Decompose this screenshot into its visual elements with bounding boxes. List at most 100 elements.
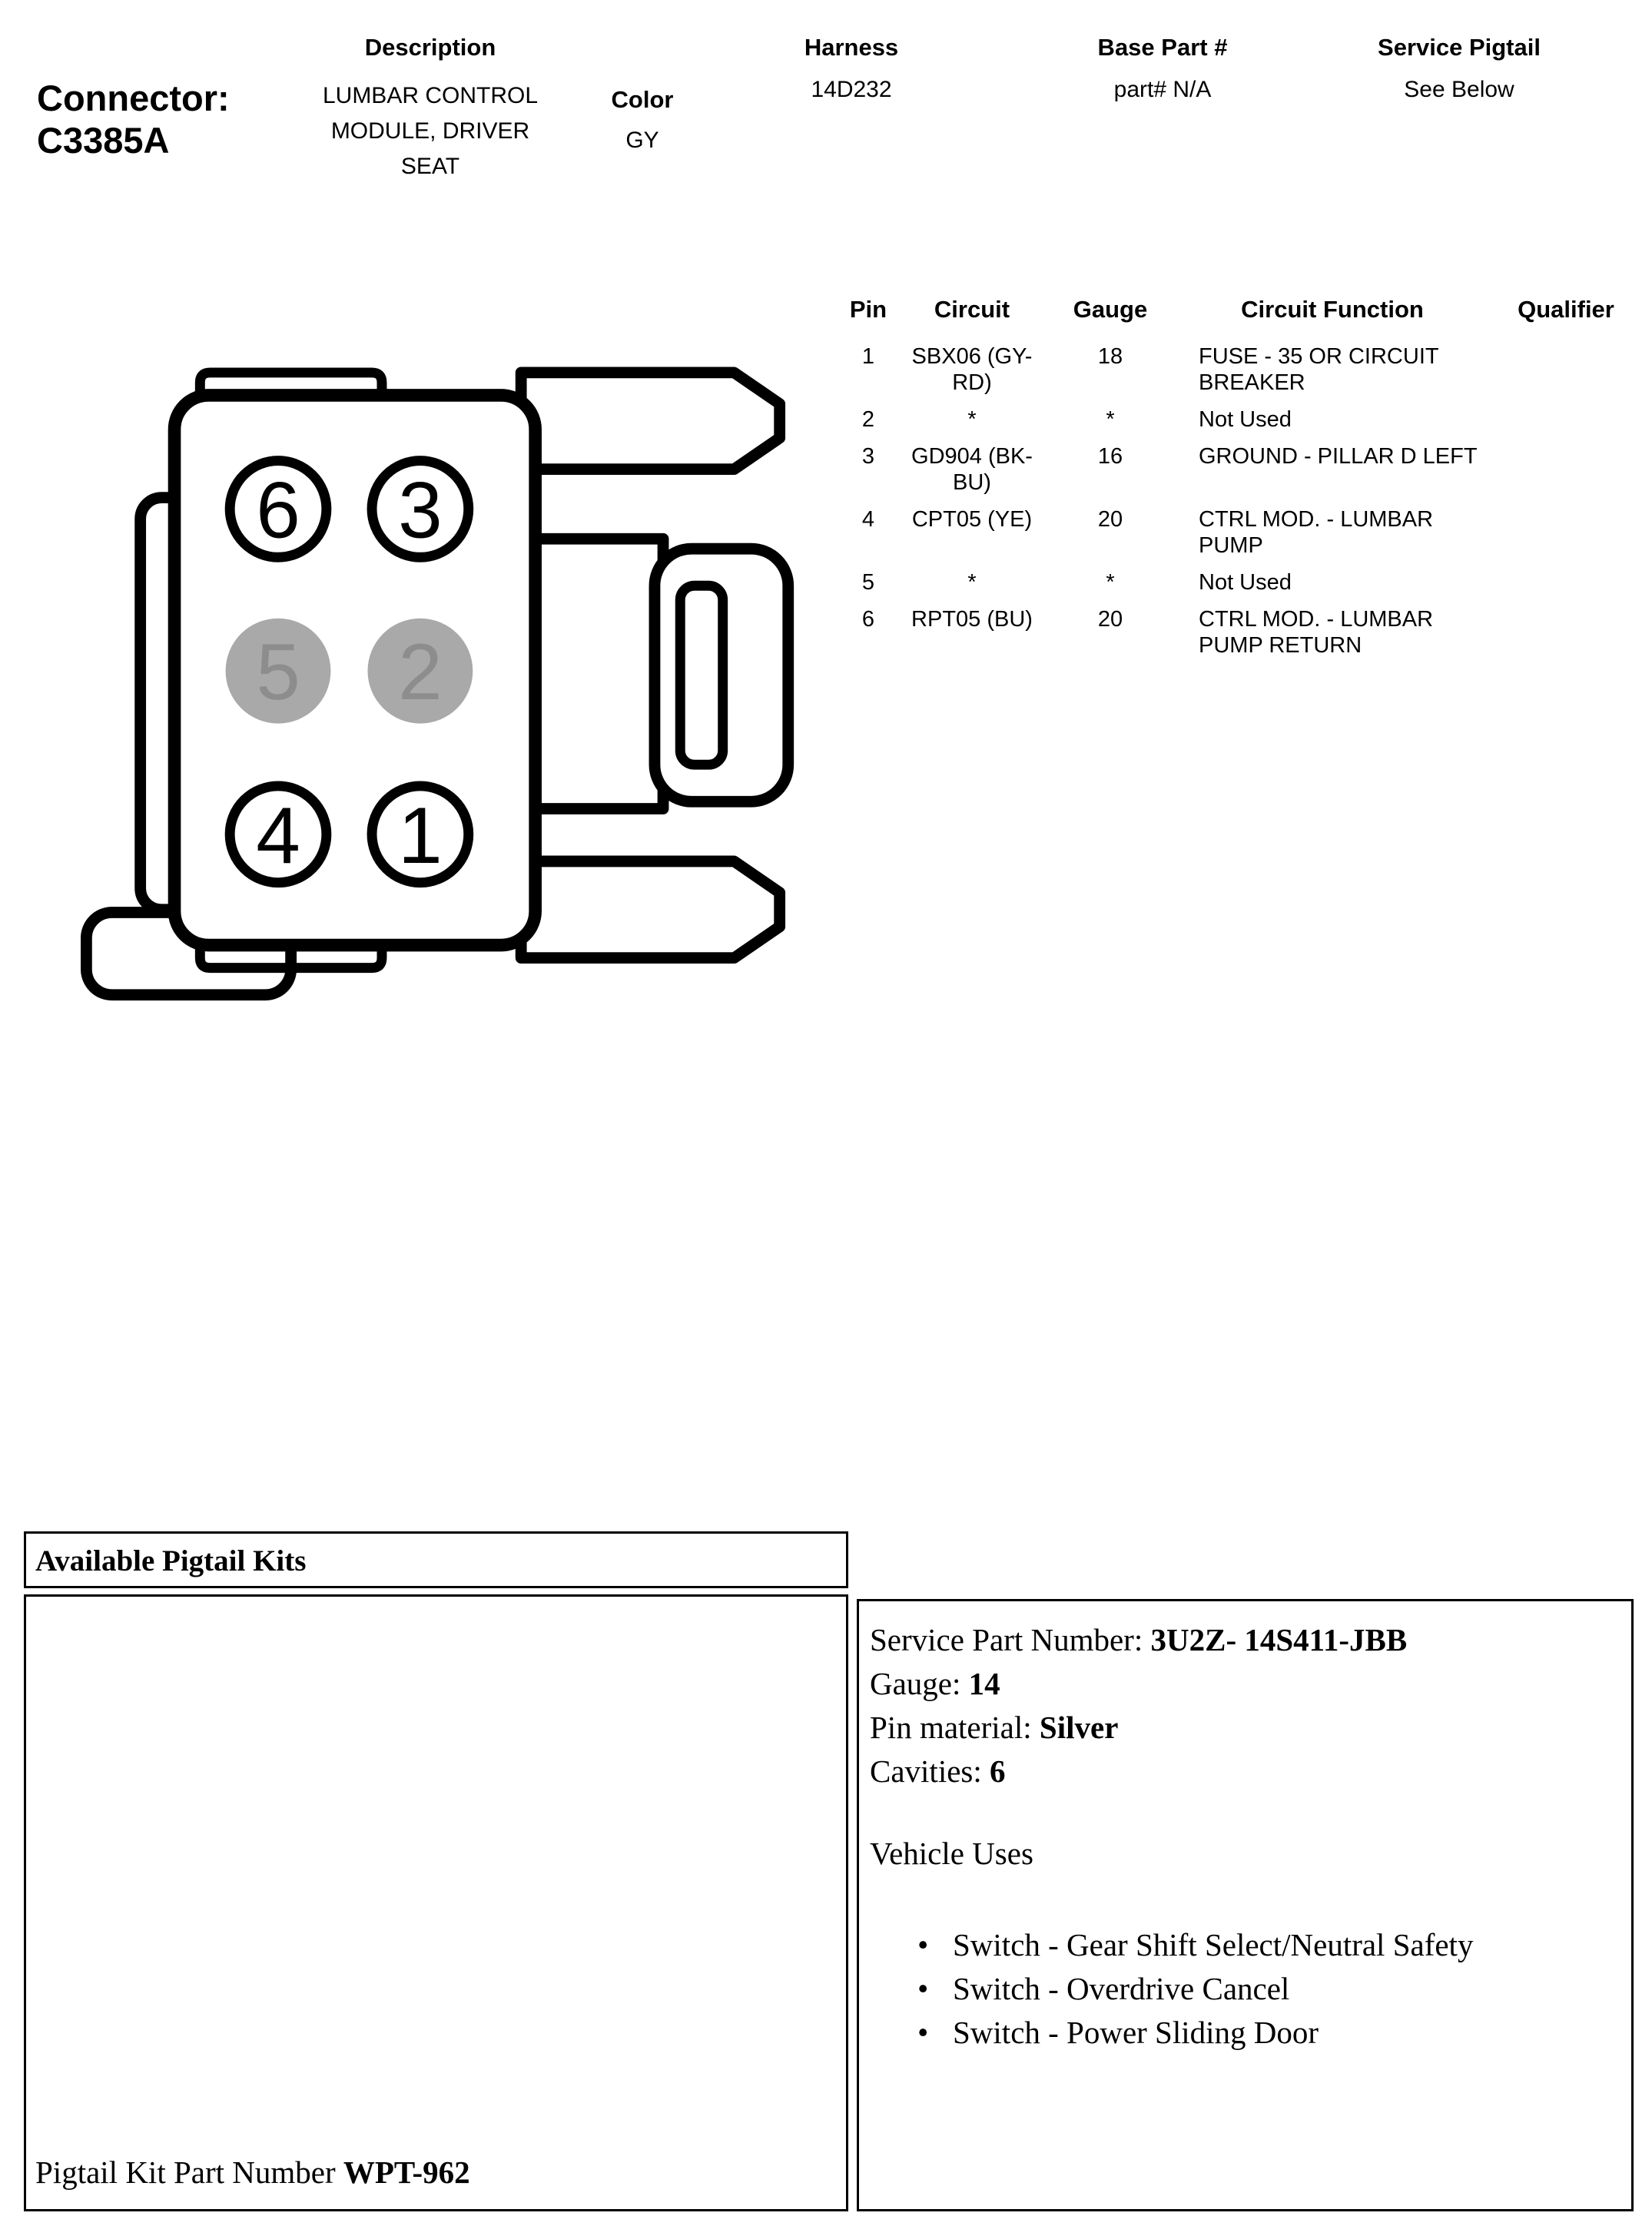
qualifier-cell bbox=[1497, 406, 1635, 433]
service-part-label: Service Part Number: bbox=[870, 1622, 1143, 1657]
color-header: Color bbox=[611, 86, 674, 113]
pin-material-line: Pin material: Silver bbox=[870, 1706, 1624, 1750]
kit-part-label: Pigtail Kit Part Number bbox=[35, 2155, 336, 2190]
description-value: LUMBAR CONTROL MODULE, DRIVER SEAT bbox=[322, 83, 539, 179]
base-part-header: Base Part # bbox=[1097, 34, 1228, 61]
harness-value: 14D232 bbox=[811, 77, 892, 102]
bullet-icon: • bbox=[917, 1971, 929, 2006]
gauge-cell: 20 bbox=[1097, 507, 1123, 532]
connector-top-right-tab bbox=[515, 367, 786, 476]
qualifier-cell bbox=[1497, 506, 1635, 559]
cavities-value: 6 bbox=[990, 1753, 1006, 1789]
pin-cavity-3 bbox=[367, 456, 474, 562]
connector-face-diagram: 6 3 5 2 4 1 bbox=[81, 367, 794, 1001]
vehicle-uses-title: Vehicle Uses bbox=[870, 1836, 1033, 1871]
vehicle-uses-list: • Switch - Gear Shift Select/Neutral Saf… bbox=[870, 1923, 1624, 2055]
table-row: 1 SBX06 (GY-RD) 18 FUSE - 35 OR CIRCUIT … bbox=[841, 343, 1652, 396]
list-item: • Switch - Overdrive Cancel bbox=[870, 1967, 1624, 2011]
connector-id: C3385A bbox=[37, 120, 170, 161]
col-header-gauge: Gauge bbox=[1073, 296, 1148, 323]
function-cell: GROUND - PILLAR D LEFT bbox=[1199, 444, 1478, 469]
pin-cell: 5 bbox=[861, 570, 875, 595]
function-cell: CTRL MOD. - LUMBAR PUMP RETURN bbox=[1199, 607, 1434, 658]
bullet-icon: • bbox=[917, 2015, 929, 2050]
pigtail-kit-box: Pigtail Kit Part Number WPT-962 bbox=[24, 1594, 848, 2211]
pin-cavity-6 bbox=[224, 456, 332, 562]
circuit-cell: SBX06 (GY-RD) bbox=[911, 344, 1033, 395]
gauge-cell: 16 bbox=[1097, 444, 1123, 469]
function-cell: Not Used bbox=[1199, 407, 1292, 432]
gauge-cell: 20 bbox=[1097, 607, 1123, 632]
pigtail-kits-title: Available Pigtail Kits bbox=[35, 1544, 307, 1577]
table-row: 6 RPT05 (BU) 20 CTRL MOD. - LUMBAR PUMP … bbox=[841, 606, 1652, 658]
connector-title: Connector: C3385A bbox=[37, 77, 230, 161]
qualifier-cell bbox=[1497, 343, 1635, 396]
pin-cell: 1 bbox=[861, 344, 875, 369]
color-value: GY bbox=[625, 128, 659, 153]
pin-table: Pin Circuit Gauge Circuit Function Quali… bbox=[841, 296, 1652, 669]
table-row: 2 * * Not Used bbox=[841, 406, 1652, 433]
harness-header: Harness bbox=[804, 34, 899, 61]
service-part-value: 3U2Z- 14S411-JBB bbox=[1150, 1622, 1408, 1657]
service-part-line: Service Part Number: 3U2Z- 14S411-JBB bbox=[870, 1618, 1624, 1662]
gauge-cell: * bbox=[1106, 407, 1115, 432]
pin-material-label: Pin material: bbox=[870, 1710, 1032, 1745]
pin-cavity-1 bbox=[367, 781, 474, 888]
col-header-circuit: Circuit bbox=[934, 296, 1010, 323]
pin-material-value: Silver bbox=[1039, 1710, 1119, 1745]
service-pigtail-header: Service Pigtail bbox=[1378, 34, 1541, 61]
circuit-cell: CPT05 (YE) bbox=[911, 507, 1033, 532]
gauge-value: 14 bbox=[968, 1666, 1000, 1701]
pin-cavity-5 bbox=[225, 618, 331, 724]
col-header-pin: Pin bbox=[849, 296, 887, 323]
qualifier-cell bbox=[1497, 569, 1635, 595]
connector-bottom-rib bbox=[194, 944, 387, 974]
pin-number: 3 bbox=[398, 465, 443, 554]
pin-number: 5 bbox=[256, 627, 300, 716]
pin-cavity-4 bbox=[224, 781, 332, 888]
table-row: 4 CPT05 (YE) 20 CTRL MOD. - LUMBAR PUMP bbox=[841, 506, 1652, 559]
connector-latch-detail bbox=[675, 580, 728, 770]
pigtail-details-box: Service Part Number: 3U2Z- 14S411-JBB Ga… bbox=[857, 1599, 1634, 2211]
cavities-line: Cavities: 6 bbox=[870, 1750, 1624, 1793]
pin-number: 4 bbox=[256, 791, 300, 880]
bullet-icon: • bbox=[917, 1927, 929, 1962]
gauge-cell: * bbox=[1106, 570, 1115, 595]
function-cell: FUSE - 35 OR CIRCUIT BREAKER bbox=[1199, 344, 1439, 395]
connector-label: Connector: bbox=[37, 78, 230, 118]
pin-number: 6 bbox=[256, 465, 300, 554]
vehicle-use-text: Switch - Overdrive Cancel bbox=[953, 1971, 1290, 2006]
pigtail-kits-title-box: Available Pigtail Kits bbox=[24, 1531, 848, 1588]
base-part-value: part# N/A bbox=[1113, 77, 1212, 102]
circuit-cell: * bbox=[967, 570, 977, 595]
pin-cell: 2 bbox=[861, 407, 875, 432]
pin-cell: 3 bbox=[861, 444, 875, 469]
pin-table-header: Pin Circuit Gauge Circuit Function Quali… bbox=[841, 296, 1652, 323]
pin-number: 2 bbox=[398, 627, 443, 716]
connector-latch-base bbox=[515, 532, 669, 814]
table-row: 5 * * Not Used bbox=[841, 569, 1652, 595]
circuit-cell: GD904 (BK-BU) bbox=[911, 444, 1033, 495]
pin-cell: 6 bbox=[861, 607, 875, 632]
qualifier-cell bbox=[1497, 443, 1635, 496]
cavities-label: Cavities: bbox=[870, 1753, 982, 1789]
kit-part-number: WPT-962 bbox=[343, 2155, 470, 2190]
pin-cell: 4 bbox=[861, 507, 875, 532]
col-header-qualifier: Qualifier bbox=[1518, 296, 1614, 323]
function-cell: Not Used bbox=[1199, 570, 1292, 595]
circuit-cell: * bbox=[967, 407, 977, 432]
connector-top-rib bbox=[194, 367, 387, 397]
qualifier-cell bbox=[1497, 606, 1635, 658]
gauge-cell: 18 bbox=[1097, 344, 1123, 369]
function-cell: CTRL MOD. - LUMBAR PUMP bbox=[1199, 507, 1434, 558]
pin-number: 1 bbox=[398, 791, 443, 880]
gauge-label: Gauge: bbox=[870, 1666, 961, 1701]
pin-cavity-2 bbox=[367, 618, 473, 724]
vehicle-use-text: Switch - Power Sliding Door bbox=[953, 2015, 1319, 2050]
description-header: Description bbox=[364, 34, 496, 61]
gauge-line: Gauge: 14 bbox=[870, 1662, 1624, 1706]
service-pigtail-value: See Below bbox=[1404, 77, 1514, 102]
list-item: • Switch - Power Sliding Door bbox=[870, 2011, 1624, 2055]
col-header-circuit-function: Circuit Function bbox=[1241, 296, 1424, 323]
